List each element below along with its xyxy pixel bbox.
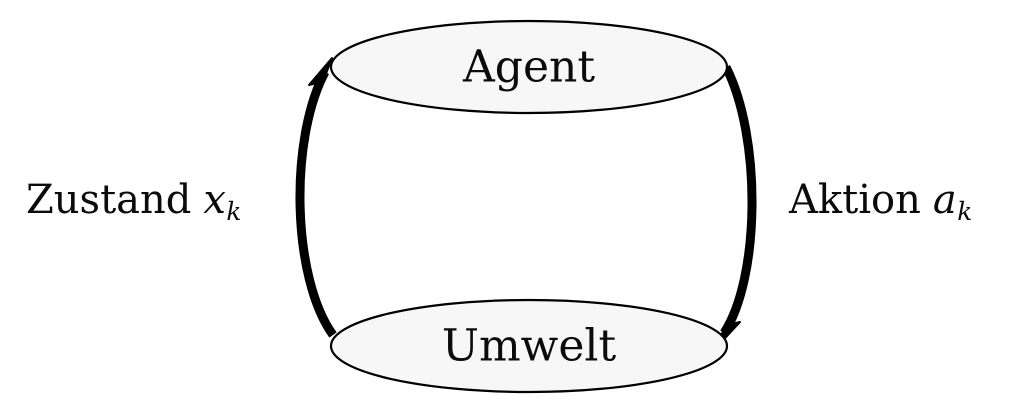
action-edge-arc: [720, 64, 757, 336]
umwelt-label: Umwelt: [442, 321, 617, 372]
state-edge-label-text: Zustand: [26, 177, 192, 223]
state-edge-arc: [295, 69, 337, 338]
node-umwelt: Umwelt: [329, 298, 729, 394]
state-edge-arrowhead: [308, 57, 333, 96]
node-agent: Agent: [329, 19, 729, 115]
action-edge-label-text: Aktion: [789, 177, 921, 223]
umwelt-ellipse: [329, 298, 729, 394]
action-edge-label-subscript: k: [957, 196, 973, 226]
state-edge-label-variable: x: [203, 177, 226, 223]
agent-label: Agent: [462, 42, 595, 93]
agent-ellipse: [329, 19, 729, 115]
action-edge-label-variable: a: [932, 177, 957, 223]
state-edge-label-subscript: k: [226, 196, 242, 226]
